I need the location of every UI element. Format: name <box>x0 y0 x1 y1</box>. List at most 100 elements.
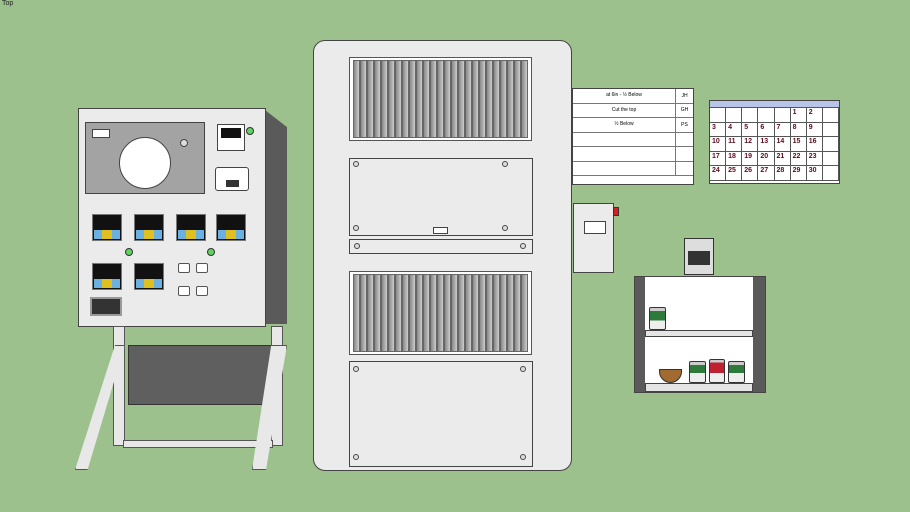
digital-display <box>217 124 245 151</box>
vent-slat <box>514 274 521 352</box>
vent-slat <box>416 60 423 138</box>
vent-slat <box>444 274 451 352</box>
vent-slat <box>479 274 486 352</box>
vent-slat <box>367 274 374 352</box>
vent-slat <box>353 60 360 138</box>
vent-slat <box>521 274 528 352</box>
calendar-day: 12 <box>742 137 759 152</box>
vent-slat <box>423 60 430 138</box>
calendar-day: 17 <box>710 151 727 166</box>
coffee-maker <box>684 238 714 275</box>
electrical-cabinet[interactable] <box>313 40 572 471</box>
shelf-unit <box>634 276 766 393</box>
calendar-day: 18 <box>726 151 743 166</box>
vent-slat <box>444 60 451 138</box>
red-knob[interactable] <box>613 207 619 216</box>
vent-slat <box>395 274 402 352</box>
vent-slat <box>479 60 486 138</box>
vent-slat <box>430 274 437 352</box>
calendar-day: 24 <box>710 166 727 181</box>
calendar-day: 8 <box>790 122 807 137</box>
whiteboard-row <box>573 132 693 147</box>
vent-slat <box>458 274 465 352</box>
vent-slat <box>388 60 395 138</box>
vent-slat <box>514 60 521 138</box>
calendar-day: 5 <box>742 122 759 137</box>
vent-slat <box>381 60 388 138</box>
vent-slat <box>486 274 493 352</box>
vent-slat <box>360 60 367 138</box>
calendar-day: 29 <box>790 166 807 181</box>
calendar-day: 4 <box>726 122 743 137</box>
calendar-day: 7 <box>774 122 791 137</box>
calendar-day: 20 <box>758 151 775 166</box>
calendar-day: 19 <box>742 151 759 166</box>
calendar-day <box>822 151 839 166</box>
calendar-day: 6 <box>758 122 775 137</box>
calendar-day: 10 <box>710 137 727 152</box>
vent-slat <box>521 60 528 138</box>
vent-slat <box>493 274 500 352</box>
calendar-day: 9 <box>806 122 823 137</box>
calendar-day <box>758 108 775 123</box>
vent-slat <box>500 274 507 352</box>
calendar-day: 27 <box>758 166 775 181</box>
vent-slat <box>437 60 444 138</box>
calendar-day: 14 <box>774 137 791 152</box>
vent-slat <box>437 274 444 352</box>
calendar-day <box>726 108 743 123</box>
vent-slat <box>374 60 381 138</box>
vent-slat <box>465 60 472 138</box>
gauge-window <box>119 137 171 189</box>
vent-slat <box>360 274 367 352</box>
vent-top <box>349 57 532 141</box>
vent-slat <box>493 60 500 138</box>
calendar-day: 21 <box>774 151 791 166</box>
vent-slat <box>500 60 507 138</box>
vent-slat <box>472 274 479 352</box>
analog-meter <box>215 167 249 191</box>
calendar-day: 2 <box>806 108 823 123</box>
task-text <box>573 161 676 175</box>
task-initials: GH <box>680 107 689 114</box>
task-initials: PS <box>681 121 688 128</box>
calendar-day <box>710 108 727 123</box>
calendar-day: 28 <box>774 166 791 181</box>
whiteboard-row <box>573 161 693 176</box>
calendar-day <box>822 166 839 181</box>
task-text: ½ Below <box>573 118 676 132</box>
vent-slat <box>486 60 493 138</box>
vent-slat <box>451 60 458 138</box>
calendar-day: 1 <box>790 108 807 123</box>
switch-box[interactable] <box>573 203 614 273</box>
calendar-day: 11 <box>726 137 743 152</box>
whiteboard-row <box>573 147 693 162</box>
vent-slat <box>353 274 360 352</box>
calendar-day: 23 <box>806 151 823 166</box>
calendar-day <box>822 122 839 137</box>
calendar-day: 25 <box>726 166 743 181</box>
task-text: at 6in - ½ Below <box>573 89 676 103</box>
vent-slat <box>402 274 409 352</box>
vent-slat <box>374 274 381 352</box>
vent-slat <box>367 60 374 138</box>
door-latch[interactable] <box>433 227 448 234</box>
calendar-day: 22 <box>790 151 807 166</box>
vent-slat <box>507 60 514 138</box>
whiteboard-row: ½ Below PS <box>573 118 693 133</box>
calendar-day: 15 <box>790 137 807 152</box>
vent-slat <box>395 60 402 138</box>
vent-slat <box>409 274 416 352</box>
task-text <box>573 147 676 161</box>
calendar-day: 26 <box>742 166 759 181</box>
calendar-day <box>774 108 791 123</box>
vent-slat <box>507 274 514 352</box>
vent-slat <box>402 60 409 138</box>
vent-slat <box>409 60 416 138</box>
vent-slat <box>451 274 458 352</box>
calendar-day: 30 <box>806 166 823 181</box>
